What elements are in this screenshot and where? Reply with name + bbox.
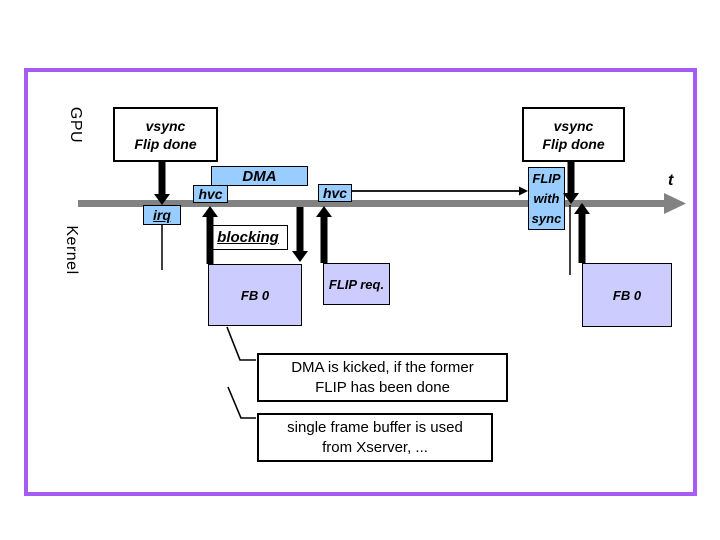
down-arrow-to-fb0-icon xyxy=(292,207,308,262)
up-arrow-fb0-to-hvc-icon xyxy=(202,206,218,264)
hvc-box-second: hvc xyxy=(318,184,352,202)
time-axis-label: t xyxy=(668,172,674,189)
callout-connector-xserver xyxy=(227,386,256,419)
hvc-box-first: hvc xyxy=(193,185,228,203)
down-arrow-vsync-left-icon xyxy=(154,162,170,205)
down-arrow-vsync-right-icon xyxy=(563,162,579,204)
time-axis-arrowhead-icon xyxy=(664,193,686,214)
flip-with-sync-box: FLIP with sync xyxy=(528,167,565,230)
fb0-box-right: FB 0 xyxy=(582,263,672,327)
fb0-box-left: FB 0 xyxy=(208,264,302,326)
flip-req-box: FLIP req. xyxy=(323,263,390,305)
thin-arrow-hvc-to-flipsync-icon xyxy=(352,186,528,196)
up-arrow-flipreq-to-hvc-icon xyxy=(316,206,332,263)
up-arrow-fb0-right-icon xyxy=(574,203,590,263)
irq-box: irq xyxy=(143,205,181,225)
blocking-box: blocking xyxy=(208,225,288,250)
dma-kicked-note: DMA is kicked, if the former FLIP has be… xyxy=(257,353,508,402)
xserver-note: single frame buffer is used from Xserver… xyxy=(257,413,493,462)
vsync-flip-done-box-right: vsync Flip done xyxy=(522,107,625,162)
callout-connector-dma xyxy=(226,326,256,361)
dma-box: DMA xyxy=(211,166,308,186)
vsync-flip-done-box-left: vsync Flip done xyxy=(113,107,218,162)
time-axis-bar xyxy=(78,200,664,207)
